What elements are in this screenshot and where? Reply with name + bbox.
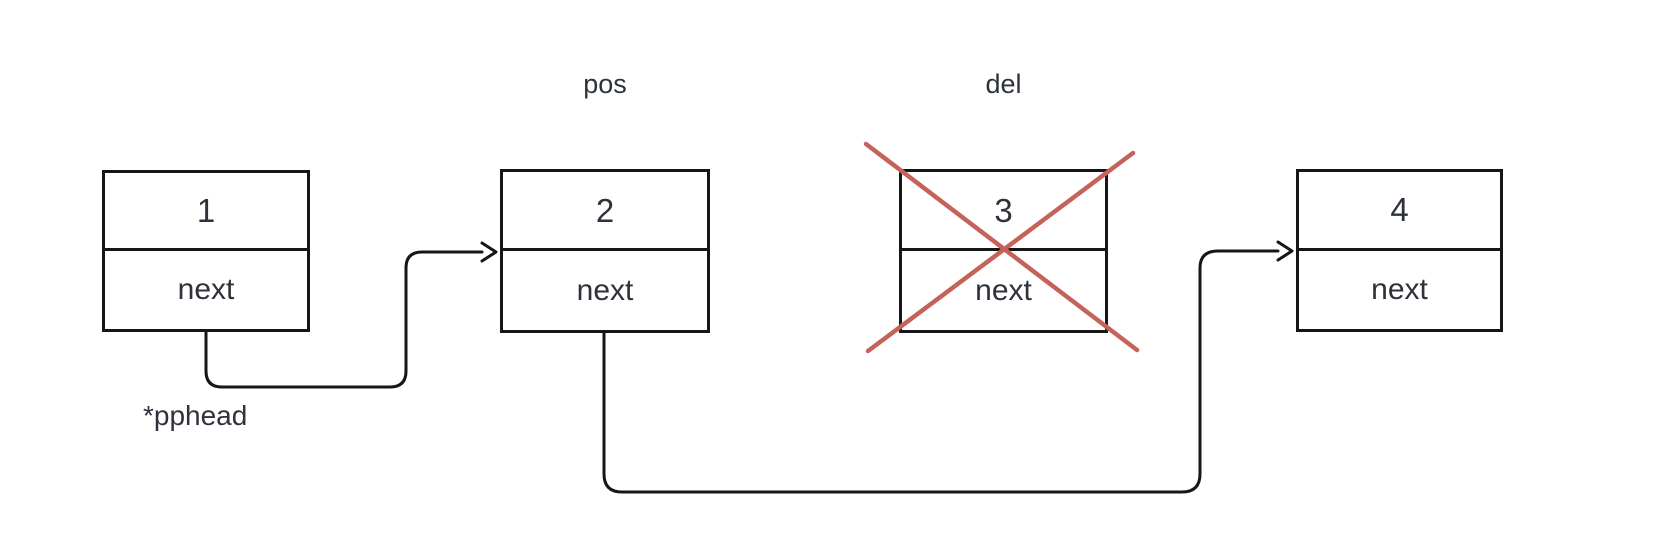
arrowhead-into-node4-icon	[1276, 240, 1294, 262]
node-1-value: 1	[105, 173, 307, 251]
node-2-next-field: next	[576, 273, 634, 307]
list-node-2: 2 next	[500, 169, 710, 333]
list-node-4: 4 next	[1296, 169, 1503, 332]
arrowhead-into-node2-icon	[480, 241, 498, 263]
pphead-label: *pphead	[143, 400, 248, 431]
node-4-next-field: next	[1371, 272, 1428, 306]
node-3-next-field: next	[975, 273, 1032, 307]
node-3-value: 3	[902, 172, 1105, 251]
node-2-value: 2	[503, 172, 707, 251]
list-node-3-deleted: 3 next	[899, 169, 1108, 333]
list-node-1: 1 next	[102, 170, 310, 332]
del-pointer-label: del	[985, 69, 1022, 99]
pos-pointer-label: pos	[583, 69, 627, 99]
node-1-next-field: next	[177, 273, 235, 306]
node-4-value: 4	[1299, 172, 1500, 251]
